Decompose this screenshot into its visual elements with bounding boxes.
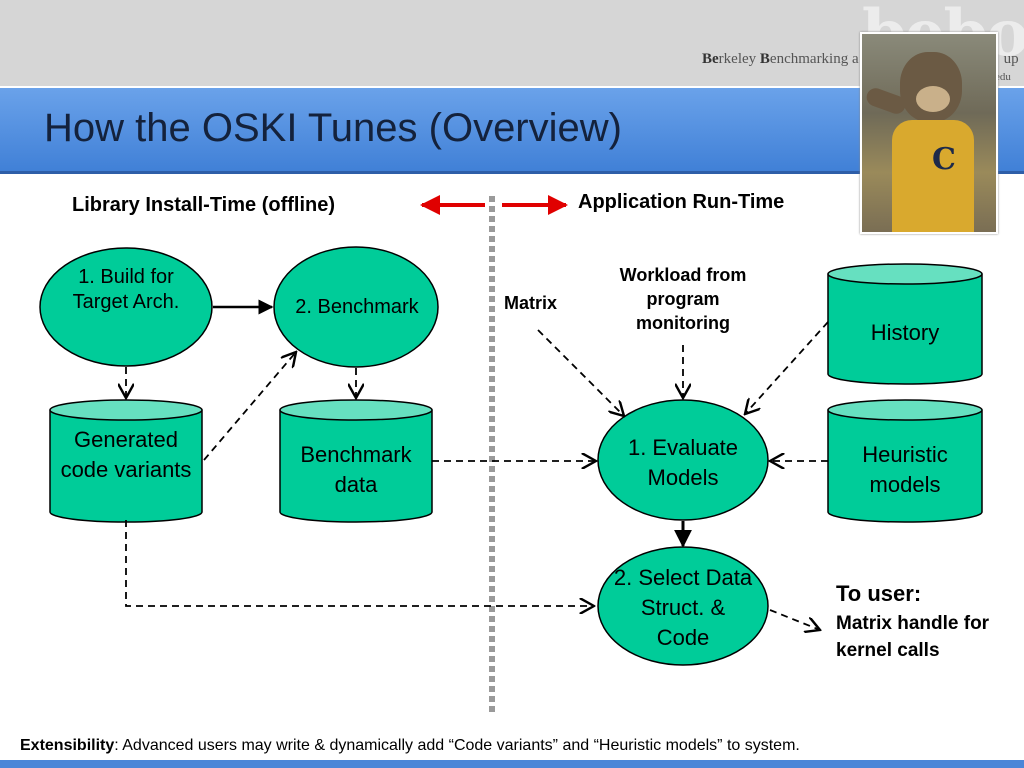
evaluate-label: 1. Evaluate Models (627, 435, 739, 490)
edge-history-evaluate (745, 321, 829, 414)
select-label: 2. Select Data Struct. & Code (613, 565, 753, 650)
header-band (0, 0, 1024, 86)
heuristic-label: Heuristic models (862, 442, 948, 497)
node-history (827, 263, 983, 385)
edge-select-user (769, 609, 820, 630)
generated-label: Generated code variants (60, 427, 192, 482)
mascot-photo: C (860, 32, 998, 234)
matrix-input-label: Matrix (504, 293, 558, 313)
benchmark-label: 2. Benchmark (295, 296, 419, 318)
node-generated (49, 399, 203, 523)
node-evaluate (597, 399, 769, 521)
node-build (39, 247, 213, 367)
right-phase-label: Application Run-Time (578, 191, 785, 213)
footer-extensibility: Extensibility: Advanced users may write … (20, 737, 800, 754)
benchdata-label: Benchmark data (300, 442, 412, 497)
to-user-text: Matrix handle for kernel calls (836, 613, 990, 661)
history-label: History (870, 320, 940, 345)
page-title: How the OSKI Tunes (Overview) (44, 106, 622, 150)
build-label: 1. Build for Target Arch. (72, 266, 180, 314)
to-user-title: To user: (836, 581, 922, 606)
left-phase-label: Library Install-Time (offline) (72, 194, 335, 216)
edge-generated-select (125, 520, 594, 606)
node-heuristic (827, 399, 983, 523)
footer-band (0, 760, 1024, 768)
edge-matrix-evaluate (537, 329, 624, 416)
node-benchmark (273, 246, 439, 368)
group-url: edu (995, 71, 1011, 83)
node-benchdata (279, 399, 433, 523)
title-band (0, 88, 1024, 174)
workload-input-label: Workload from program monitoring (619, 265, 747, 333)
